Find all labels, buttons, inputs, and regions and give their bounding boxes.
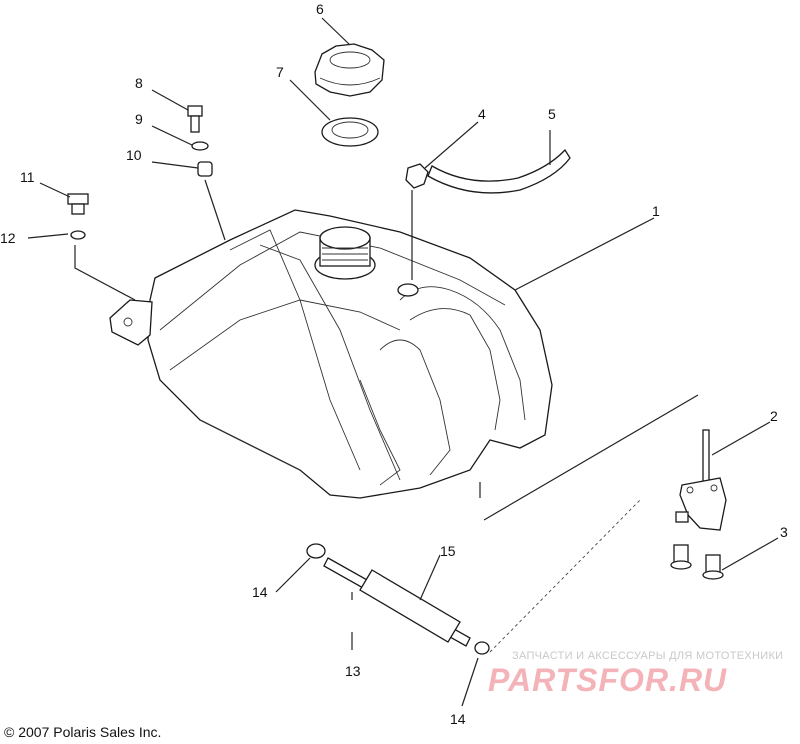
callout-2: 2 [770,408,778,424]
hose-clamp-lower [474,641,490,655]
screw-3 [670,544,724,580]
callout-7: 7 [276,64,284,80]
callout-11: 11 [20,169,35,185]
callout-8: 8 [135,75,143,91]
fuel-tank [109,209,553,499]
fuel-cap [314,43,385,97]
callout-14-upper: 14 [252,584,268,600]
callout-13: 13 [345,663,361,679]
callout-3: 3 [780,524,788,540]
callout-1: 1 [652,203,660,219]
callout-12: 12 [0,230,16,246]
bushing-10 [197,161,213,177]
callout-5: 5 [548,106,556,122]
copyright-notice: © 2007 Polaris Sales Inc. [4,724,162,740]
vent-fitting [405,163,429,189]
callout-14-lower: 14 [450,711,466,727]
callout-4: 4 [478,106,486,122]
watermark-subtitle: ЗАПЧАСТИ И АКСЕССУАРЫ ДЛЯ МОТОТЕХНИКИ [512,650,784,662]
fuel-valve [675,429,727,531]
washer-9 [191,141,209,151]
bolt-8 [187,105,203,133]
callout-15: 15 [440,543,456,559]
vent-hose [427,148,571,194]
hose-clamp-upper [306,543,326,559]
callout-10: 10 [126,147,142,163]
cap-gasket [321,117,379,147]
fuel-line-sleeve [359,569,461,643]
watermark-logo: PARTSFOR.RU [488,662,728,698]
callout-6: 6 [316,1,324,17]
bolt-11 [67,193,89,215]
callout-9: 9 [135,111,143,127]
washer-12 [70,230,86,240]
leader-lines [27,17,779,707]
callout-labels: 1 2 3 4 5 6 7 8 9 10 11 12 13 14 14 15 [0,1,788,727]
